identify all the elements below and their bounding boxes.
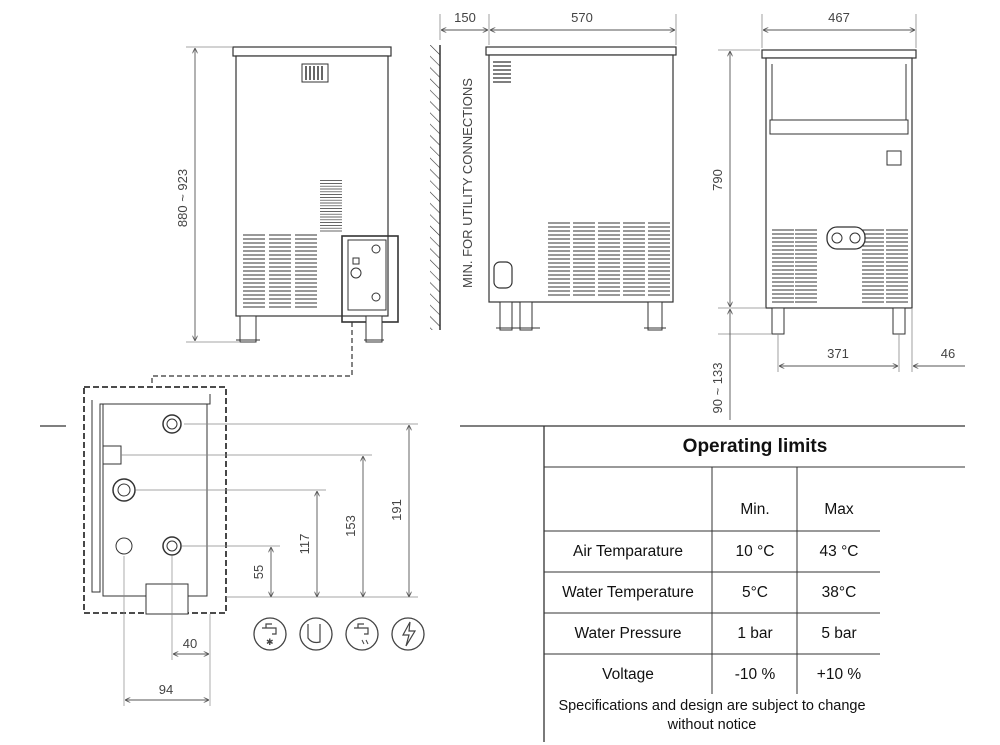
drain-icon (299, 617, 333, 651)
svg-text:✱: ✱ (266, 638, 274, 648)
row-min: 1 bar (737, 625, 772, 642)
width-dimension: 467 (828, 10, 850, 25)
row-label: Water Pressure (574, 625, 681, 642)
row-label: Water Temperature (562, 584, 694, 601)
row-label: Voltage (602, 666, 654, 683)
row-min: -10 % (735, 666, 776, 683)
connection-height-117: 117 (297, 534, 312, 555)
depth-dimension: 570 (571, 10, 593, 25)
row-min: 10 °C (736, 543, 775, 560)
water-inlet-icon: ✱ (253, 617, 287, 651)
connection-offset-40: 40 (183, 636, 197, 651)
top-vent (301, 63, 329, 83)
connection-height-55: 55 (251, 565, 266, 579)
foot-spacing-dimension: 371 (827, 346, 849, 361)
foot-offset-dimension: 46 (941, 346, 955, 361)
row-label: Air Temparature (573, 543, 683, 560)
row-max: +10 % (817, 666, 862, 683)
body-height-dimension: 790 (710, 169, 725, 191)
col-header-max: Max (824, 501, 854, 518)
col-header-min: Min. (740, 501, 769, 518)
power-supply-icon (391, 617, 425, 651)
wall-clearance-dimension: 150 (454, 10, 476, 25)
connection-offset-94: 94 (159, 682, 173, 697)
row-min: 5°C (742, 584, 768, 601)
connection-height-153: 153 (343, 515, 358, 537)
disclaimer-line-1: Specifications and design are subject to… (558, 698, 865, 714)
disclaimer-line-2: without notice (667, 717, 757, 733)
row-max: 43 °C (820, 543, 859, 560)
front-view: MIN. FOR UTILITY CONNECTIONS 150 570 (430, 10, 677, 331)
connection-detail-view: 55 117 153 191 40 94 ✱ (40, 386, 425, 706)
back-view: 467 790 90 ~ 133 371 46 (710, 10, 965, 420)
row-max: 5 bar (821, 625, 856, 642)
operating-limits-table: Operating limits Min. Max Air Temparatur… (460, 425, 965, 742)
table-title: Operating limits (683, 436, 828, 457)
height-dimension: 880 ~ 923 (175, 169, 190, 227)
row-max: 38°C (822, 584, 857, 601)
water-tap-icon (345, 617, 379, 651)
connection-height-191: 191 (389, 499, 404, 521)
utility-clearance-label: MIN. FOR UTILITY CONNECTIONS (460, 78, 475, 288)
side-view: 880 ~ 923 (151, 46, 399, 386)
foot-height-dimension: 90 ~ 133 (710, 363, 725, 414)
